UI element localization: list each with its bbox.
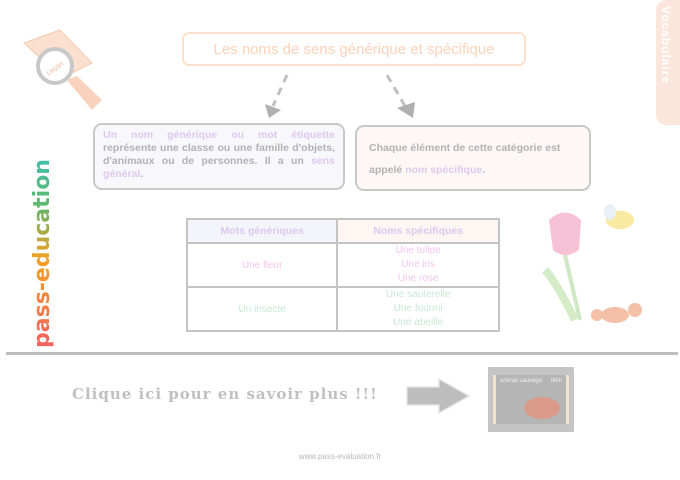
ant-icon (601, 307, 629, 323)
table-row: Une fleur Une tulipe Une iris Une rose (185, 242, 500, 288)
thumbnail-caption-left: animal sauvage (500, 378, 543, 384)
learn-more-link[interactable]: Clique ici pour en savoir plus !!! (72, 385, 378, 403)
arrow-right-icon[interactable] (405, 378, 471, 414)
footer-url[interactable]: www.pass-evaluation.fr (298, 452, 382, 461)
arrow-left-head (265, 104, 281, 118)
specific-end: . (482, 164, 486, 176)
specific-body: Chaque élément de cette catégorie est ap… (369, 142, 561, 176)
generic-definition-box: Un nom générique ou mot étiquette représ… (93, 123, 345, 190)
arrow-right (385, 74, 407, 107)
header-generic: Mots génériques (185, 218, 339, 244)
specific-item: Une tulipe (395, 245, 441, 256)
page-title-text: Les noms de sens générique et spécifique (213, 40, 495, 58)
video-thumbnail[interactable]: animal sauvage félin (488, 367, 574, 432)
table-header-row: Mots génériques Noms spécifiques (185, 218, 500, 244)
specific-highlight: nom spécifique (405, 164, 483, 176)
specific-item: Une iris (401, 259, 436, 270)
generic-end: . (140, 168, 144, 180)
specific-cell: Une sauterelle Une fourmi Une abeille (336, 286, 500, 332)
specific-item: Une rose (397, 273, 439, 284)
generic-cell: Une fleur (185, 242, 339, 288)
divider (6, 352, 678, 355)
generic-cell: Un insecte (185, 286, 339, 332)
specific-item: Une fourmi (393, 303, 443, 314)
cat-image (524, 397, 560, 419)
generic-body: représente une classe ou une famille d'o… (103, 142, 335, 167)
watermark-logo: pass-education (30, 128, 55, 348)
page-title: Les noms de sens générique et spécifique (182, 32, 526, 66)
arrow-left (271, 74, 289, 107)
header-specific: Noms spécifiques (336, 218, 500, 244)
examples-table: Mots génériques Noms spécifiques Une fle… (185, 218, 500, 332)
side-tab-label: Vocabulaire (659, 6, 673, 85)
thumbnail-caption-right: félin (550, 378, 562, 384)
generic-lead: Un nom générique ou mot étiquette (103, 129, 335, 141)
lesson-magnifier-icon: Leçon (22, 18, 112, 118)
tulip-icon (549, 212, 581, 255)
specific-definition-box: Chaque élément de cette catégorie est ap… (355, 125, 591, 191)
arrow-right-head (397, 102, 415, 118)
tulip-bee-ant-illustration (542, 204, 642, 323)
dashed-arrows (265, 74, 415, 118)
table-row: Un insecte Une sauterelle Une fourmi Une… (185, 286, 500, 332)
specific-cell: Une tulipe Une iris Une rose (336, 242, 500, 288)
generic-highlight: sens général (103, 155, 335, 180)
specific-item: Une sauterelle (385, 289, 451, 300)
specific-item: Une abeille (393, 317, 444, 328)
vocabulaire-tab: Vocabulaire (656, 0, 680, 125)
